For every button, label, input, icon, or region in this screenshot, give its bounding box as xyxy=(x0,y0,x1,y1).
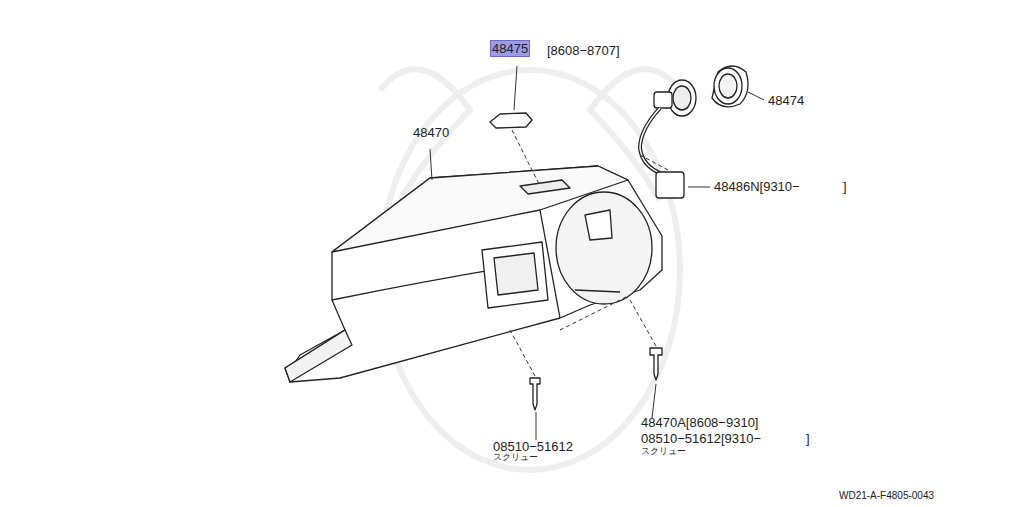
part-number: 08510−51612[9310− xyxy=(641,431,761,446)
callout-number: 48470A[8608−9310] xyxy=(641,415,758,430)
bracket-text: ] xyxy=(806,431,810,446)
callout-number: 48475 xyxy=(491,41,529,56)
callout-number: 48486N[9310− xyxy=(714,179,800,194)
part-number: 08510−51612 xyxy=(493,439,573,454)
date-range: [8608−8707] xyxy=(547,43,620,58)
callout-number: 48474 xyxy=(768,93,804,108)
callout-number: 48470 xyxy=(413,125,449,140)
part-name: スクリュー xyxy=(641,446,686,457)
part-name: スクリュー xyxy=(493,452,538,463)
bracket-text: ] xyxy=(843,179,847,194)
diagram-code: WD21-A-F4805-0043 xyxy=(839,490,934,502)
